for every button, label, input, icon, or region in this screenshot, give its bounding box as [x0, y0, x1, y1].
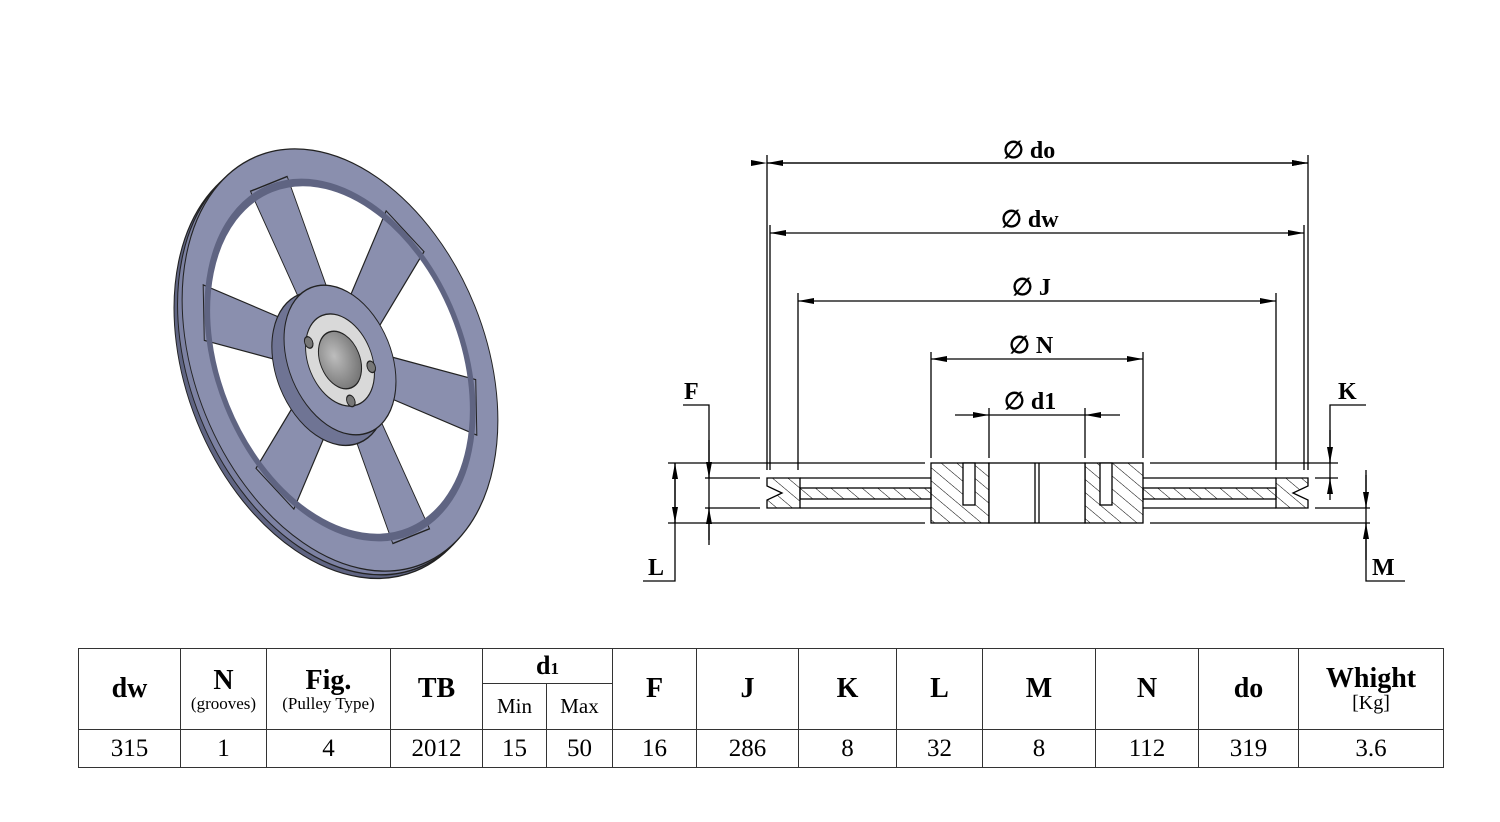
cell-d1-max: 50 — [546, 729, 613, 768]
dim-label-do: ∅ do — [1003, 138, 1055, 164]
dim-label-j: ∅ J — [1012, 275, 1051, 301]
cell-d1-min: 15 — [482, 729, 547, 768]
cell-k: 8 — [798, 729, 897, 768]
cell-m: 8 — [982, 729, 1096, 768]
bore — [317, 330, 363, 390]
section-view — [643, 155, 1405, 582]
cell-l: 32 — [896, 729, 983, 768]
header-tb: TB — [390, 648, 483, 730]
pulley-3d-view — [173, 148, 499, 580]
dim-label-m: M — [1372, 555, 1395, 581]
cell-do: 319 — [1198, 729, 1299, 768]
header-do: do — [1198, 648, 1299, 730]
dim-label-f: F — [684, 379, 699, 405]
header-dw: dw — [78, 648, 181, 730]
header-weight-label: Whight — [1325, 663, 1417, 694]
header-k: K — [798, 648, 897, 730]
cell-fig: 4 — [266, 729, 391, 768]
header-n-sub: (grooves) — [190, 693, 257, 713]
header-d1-label: d — [536, 651, 551, 680]
cell-f: 16 — [612, 729, 697, 768]
dim-label-k: K — [1338, 379, 1357, 405]
header-m: M — [982, 648, 1096, 730]
header-j: J — [696, 648, 799, 730]
header-d1-min: Min — [482, 683, 547, 730]
header-n-label: N — [213, 664, 234, 696]
dim-label-n: ∅ N — [1009, 333, 1054, 359]
spokes — [202, 175, 478, 545]
header-n: N(grooves) — [180, 648, 267, 730]
header-weight-unit: [Kg] — [1352, 692, 1390, 714]
header-d1: d1 — [482, 648, 613, 684]
header-d1-max: Max — [546, 683, 613, 730]
table-subheader-row: Min Max — [79, 683, 1444, 730]
table-header-row: dw N(grooves) Fig.(Pulley Type) TB d1 F … — [78, 648, 1444, 730]
header-fig-label: Fig. — [305, 664, 352, 696]
header-d1-subscript: 1 — [550, 659, 559, 678]
dim-label-d1: ∅ d1 — [1004, 389, 1056, 415]
header-n2: N — [1095, 648, 1199, 730]
header-l: L — [896, 648, 983, 730]
header-f: F — [612, 648, 697, 730]
header-fig: Fig.(Pulley Type) — [266, 648, 391, 730]
cell-n2: 112 — [1095, 729, 1199, 768]
header-fig-sub: (Pulley Type) — [282, 693, 375, 713]
dimension-labels: ∅ do ∅ dw ∅ J ∅ N ∅ d1 F K L M — [648, 138, 1395, 581]
table-row: 315 1 4 2012 15 50 16 286 8 32 8 112 319… — [78, 729, 1444, 768]
cell-j: 286 — [696, 729, 799, 768]
cell-dw: 315 — [78, 729, 181, 768]
specification-table: dw N(grooves) Fig.(Pulley Type) TB d1 F … — [78, 648, 1444, 768]
header-weight: Whight[Kg] — [1298, 648, 1444, 730]
cell-weight: 3.6 — [1298, 729, 1444, 768]
cell-n: 1 — [180, 729, 267, 768]
dim-label-dw: ∅ dw — [1001, 207, 1059, 233]
cell-tb: 2012 — [390, 729, 483, 768]
dim-label-l: L — [648, 555, 664, 581]
